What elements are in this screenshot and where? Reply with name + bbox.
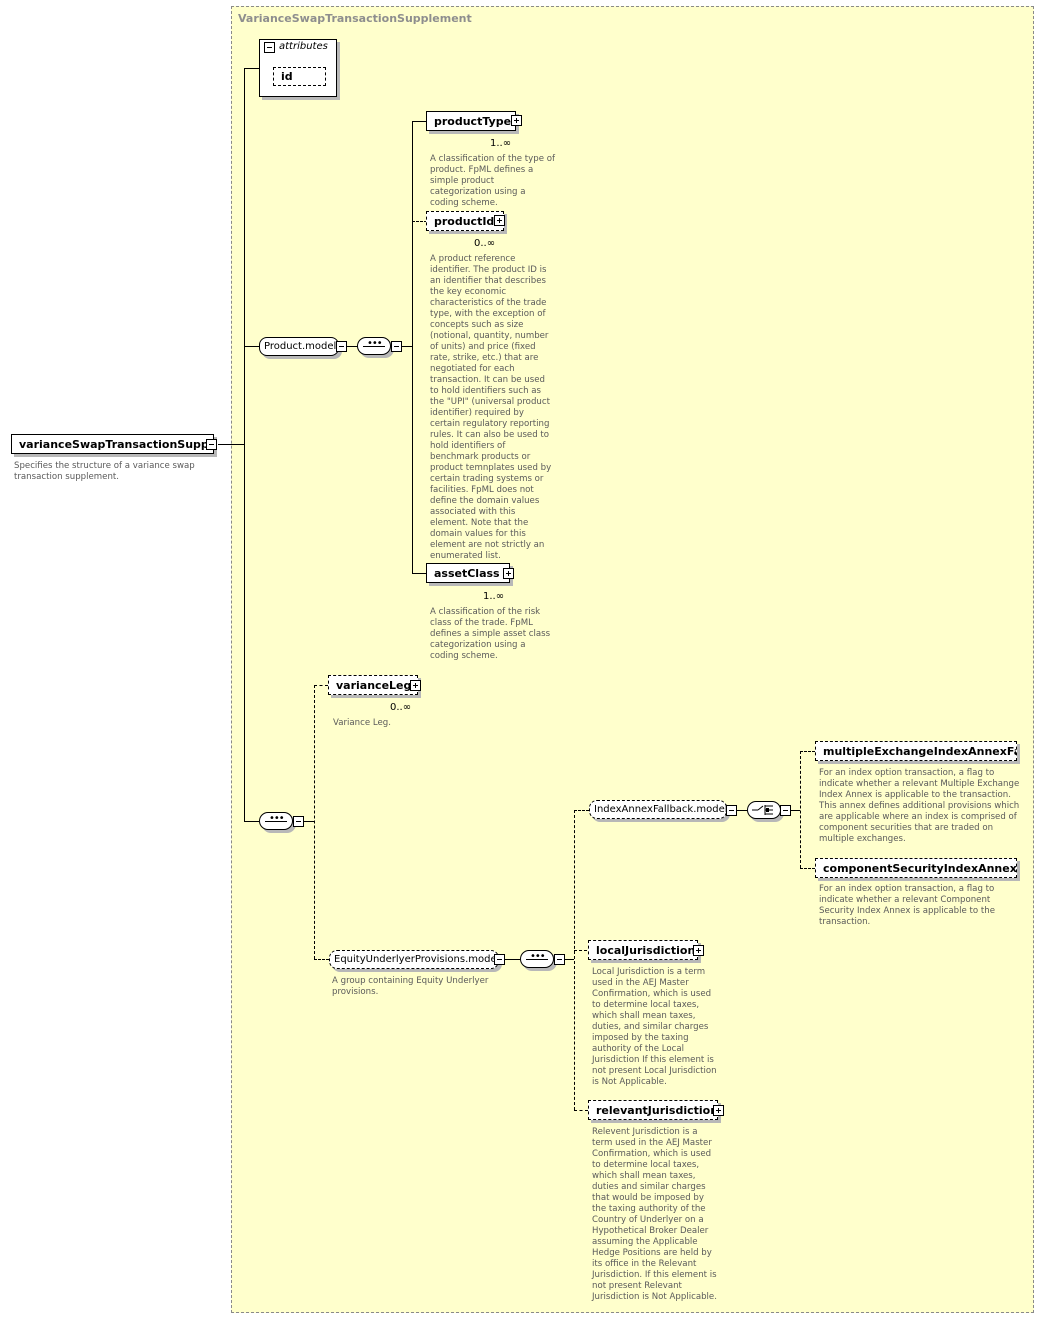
connector-line — [244, 821, 259, 822]
collapse-icon[interactable] — [293, 816, 304, 827]
expand-icon[interactable] — [494, 215, 505, 226]
connector-line — [314, 959, 329, 960]
connector-line — [574, 810, 589, 811]
connector-line — [402, 346, 412, 347]
attribute-id-label: id — [281, 70, 293, 83]
collapse-icon[interactable] — [206, 439, 217, 450]
schema-panel — [231, 6, 1034, 1313]
connector-line — [314, 685, 315, 959]
expand-icon[interactable] — [410, 680, 421, 691]
component-security-label: componentSecurityIndexAnnex... — [823, 862, 1017, 875]
collapse-icon[interactable] — [336, 341, 347, 352]
equity-underlyer-group[interactable]: EquityUnderlyerProvisions.model — [329, 950, 499, 969]
asset-class-cardinality: 1..∞ — [483, 591, 505, 602]
expand-icon[interactable] — [693, 945, 704, 956]
asset-class-description: A classification of the risk class of th… — [430, 607, 551, 661]
relevant-jurisdiction-description: Relevent Jurisdiction is a term used in … — [592, 1127, 717, 1302]
component-security-element[interactable]: componentSecurityIndexAnnex... — [815, 858, 1017, 878]
local-jurisdiction-label: localJurisdiction — [596, 944, 696, 957]
connector-line — [412, 121, 413, 573]
expand-icon[interactable] — [503, 568, 514, 579]
relevant-jurisdiction-label: relevantJurisdiction — [596, 1104, 718, 1117]
variance-leg-cardinality: 0..∞ — [390, 702, 412, 713]
asset-class-label: assetClass — [434, 567, 500, 580]
panel-title: VarianceSwapTransactionSupplement — [238, 12, 472, 25]
connector-line — [791, 810, 800, 811]
product-id-label: productId — [434, 215, 495, 228]
local-jurisdiction-element[interactable]: localJurisdiction — [588, 940, 698, 960]
product-id-description: A product reference identifier. The prod… — [430, 254, 552, 561]
sequence-line — [265, 821, 287, 822]
collapse-icon[interactable] — [726, 805, 737, 816]
index-annex-fallback-group[interactable]: IndexAnnexFallback.model — [589, 800, 728, 819]
connector-line — [505, 959, 520, 960]
variance-leg-label: varianceLeg — [336, 679, 412, 692]
variance-leg-element[interactable]: varianceLeg — [328, 675, 418, 695]
product-type-cardinality: 1..∞ — [490, 138, 512, 149]
relevant-jurisdiction-element[interactable]: relevantJurisdiction — [588, 1100, 718, 1120]
connector-line — [244, 346, 260, 347]
connector-line — [574, 1110, 588, 1111]
multiple-exchange-label: multipleExchangeIndexAnnexFal... — [823, 745, 1017, 758]
attributes-label: attributes — [279, 41, 328, 52]
product-type-element[interactable]: productType — [426, 111, 516, 131]
product-type-description: A classification of the type of product.… — [430, 154, 555, 208]
connector-line — [800, 751, 815, 752]
product-type-label: productType — [434, 115, 512, 128]
connector-line — [347, 346, 359, 347]
connector-line — [412, 221, 427, 222]
connector-line — [574, 810, 575, 1110]
sequence-dots: ••• — [269, 813, 285, 824]
local-jurisdiction-description: Local Jurisdiction is a term used in the… — [592, 967, 717, 1087]
attribute-id[interactable]: id — [273, 67, 326, 86]
product-id-cardinality: 0..∞ — [474, 238, 496, 249]
collapse-icon[interactable] — [494, 954, 505, 965]
index-annex-fallback-label: IndexAnnexFallback.model — [594, 804, 728, 815]
connector-line — [565, 959, 574, 960]
connector-line — [218, 444, 244, 445]
choice-icon — [752, 805, 773, 815]
connector-line — [412, 573, 427, 574]
equity-underlyer-label: EquityUnderlyerProvisions.model — [334, 954, 500, 965]
root-element-box[interactable]: varianceSwapTransactionSuppl... — [11, 434, 214, 454]
connector-line — [800, 751, 801, 868]
product-model-label: Product.model — [264, 341, 337, 352]
connector-line — [737, 810, 747, 811]
multiple-exchange-element[interactable]: multipleExchangeIndexAnnexFal... — [815, 741, 1017, 761]
component-security-description: For an index option transaction, a flag … — [819, 884, 995, 927]
equity-underlyer-description: A group containing Equity Underlyer prov… — [332, 976, 489, 997]
variance-leg-description: Variance Leg. — [333, 718, 391, 728]
collapse-icon[interactable] — [780, 805, 791, 816]
connector-line — [800, 868, 815, 869]
connector-line — [244, 68, 245, 821]
connector-line — [244, 68, 260, 69]
connector-line — [412, 121, 427, 122]
connector-line — [314, 685, 328, 686]
product-model-group[interactable]: Product.model — [259, 337, 339, 356]
collapse-icon[interactable] — [391, 341, 402, 352]
root-element-label: varianceSwapTransactionSuppl... — [19, 438, 214, 451]
sequence-dots: ••• — [367, 338, 383, 349]
connector-line — [574, 950, 587, 951]
collapse-icon[interactable] — [554, 954, 565, 965]
multiple-exchange-description: For an index option transaction, a flag … — [819, 768, 1020, 844]
asset-class-element[interactable]: assetClass — [426, 563, 510, 583]
root-description: Specifies the structure of a variance sw… — [14, 461, 195, 482]
sequence-line — [363, 346, 385, 347]
sequence-dots: ••• — [530, 951, 546, 962]
product-id-element[interactable]: productId — [426, 211, 504, 231]
expand-icon[interactable] — [713, 1105, 724, 1116]
expand-icon[interactable] — [511, 115, 522, 126]
connector-line — [304, 821, 314, 822]
collapse-icon[interactable] — [264, 42, 275, 53]
sequence-line — [526, 959, 548, 960]
